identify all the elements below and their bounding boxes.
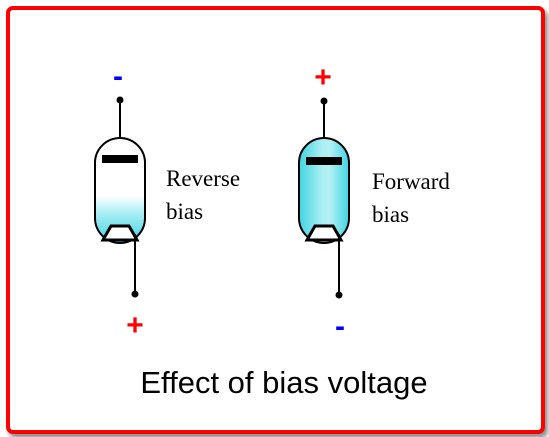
right-tube: + - Forward bias (298, 61, 450, 343)
left-tube-envelope (94, 137, 146, 244)
left-label-line1: Reverse (166, 166, 240, 191)
left-bottom-terminal (131, 290, 139, 298)
left-anode-plate (102, 155, 138, 163)
right-bottom-terminal (335, 291, 343, 299)
left-tube: - + Reverse bias (94, 60, 240, 342)
right-top-sign: + (314, 61, 332, 94)
right-bottom-sign: - (335, 310, 345, 343)
left-bottom-sign: + (126, 309, 144, 342)
right-cathode (304, 224, 344, 242)
left-label-line2: bias (166, 199, 203, 224)
right-label-line1: Forward (372, 169, 450, 194)
diagram-title: Effect of bias voltage (140, 365, 427, 400)
right-label-line2: bias (372, 202, 409, 227)
left-top-sign: - (113, 60, 123, 93)
left-cathode (100, 224, 140, 242)
right-anode-plate (306, 157, 342, 165)
